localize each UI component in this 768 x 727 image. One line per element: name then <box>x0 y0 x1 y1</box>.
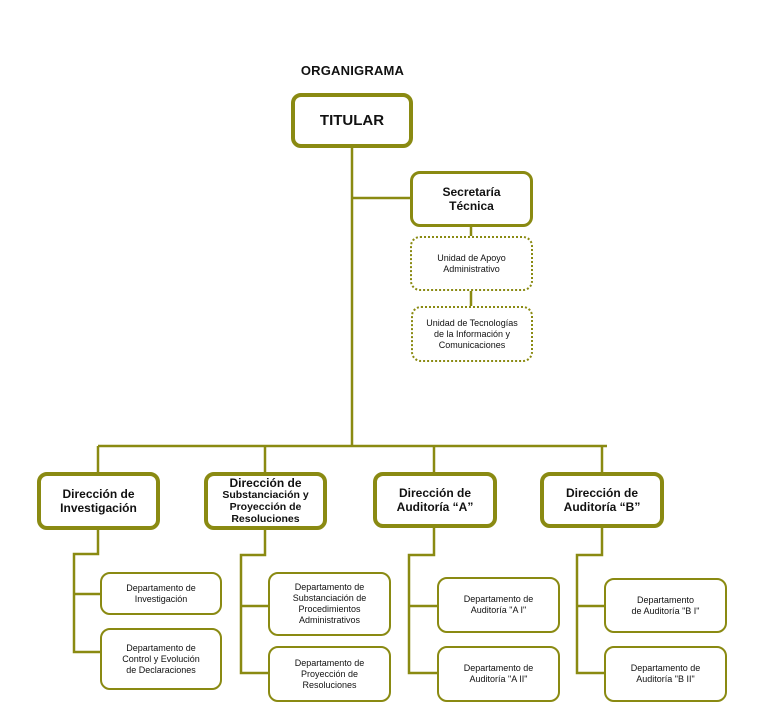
unidad-tecnologias-label: Unidad de Tecnologías de la Información … <box>426 317 518 350</box>
connector-dir3-children <box>407 528 437 675</box>
unidad-apoyo-box: Unidad de Apoyo Administrativo <box>410 236 533 291</box>
departamento-auditoria-b2-label: Departamento de Auditoría "B II" <box>630 663 701 684</box>
departamento-auditoria-a2-label: Departamento de Auditoría "A II" <box>463 663 534 684</box>
departamento-control-label: Departamento de Control y Evolución de D… <box>122 642 200 675</box>
direccion-auditoria-a-label: Dirección de Auditoría “A” <box>396 486 474 514</box>
connector-dir2-children <box>239 530 268 675</box>
page-title: ORGANIGRAMA <box>300 63 405 78</box>
departamento-auditoria-b1-label: Departamento de Auditoría "B I" <box>631 594 700 616</box>
departamento-control-box: Departamento de Control y Evolución de D… <box>100 628 222 690</box>
secretaria-tecnica-label: Secretaría Técnica <box>442 185 501 213</box>
direccion-investigacion-label: Dirección de Investigación <box>60 487 137 515</box>
departamento-proyeccion-box: Departamento de Proyección de Resolucion… <box>268 646 391 702</box>
direccion-auditoria-a-box: Dirección de Auditoría “A” <box>373 472 497 528</box>
departamento-auditoria-b2-box: Departamento de Auditoría "B II" <box>604 646 727 702</box>
departamento-investigacion-label: Departamento de Investigación <box>126 582 196 604</box>
unidad-apoyo-label: Unidad de Apoyo Administrativo <box>437 252 506 274</box>
direccion-auditoria-b-label: Dirección de Auditoría “B” <box>563 486 641 514</box>
departamento-investigacion-box: Departamento de Investigación <box>100 572 222 615</box>
departamento-auditoria-a1-label: Departamento de Auditoría "A I" <box>463 594 534 615</box>
direccion-substanciacion-label: Substanciación y Proyección de Resolucio… <box>222 489 309 525</box>
unidad-tecnologias-box: Unidad de Tecnologías de la Información … <box>411 306 533 362</box>
titular-label: TITULAR <box>319 112 385 129</box>
direccion-investigacion-box: Dirección de Investigación <box>37 472 160 530</box>
direccion-auditoria-b-box: Dirección de Auditoría “B” <box>540 472 664 528</box>
connector-dir1-children <box>72 530 100 654</box>
departamento-auditoria-a2-box: Departamento de Auditoría "A II" <box>437 646 560 702</box>
departamento-proyeccion-label: Departamento de Proyección de Resolucion… <box>294 657 365 690</box>
departamento-substanciacion-label: Departamento de Substanciación de Proced… <box>292 582 367 625</box>
departamento-substanciacion-box: Departamento de Substanciación de Proced… <box>268 572 391 636</box>
titular-box: TITULAR <box>291 93 413 148</box>
direccion-substanciacion-box: Dirección de Substanciación y Proyección… <box>204 472 327 530</box>
secretaria-tecnica-box: Secretaría Técnica <box>410 171 533 227</box>
departamento-auditoria-a1-box: Departamento de Auditoría "A I" <box>437 577 560 633</box>
connector-dir4-children <box>575 528 604 675</box>
direccion-substanciacion-lead: Dirección de <box>229 476 302 490</box>
departamento-auditoria-b1-box: Departamento de Auditoría "B I" <box>604 578 727 633</box>
